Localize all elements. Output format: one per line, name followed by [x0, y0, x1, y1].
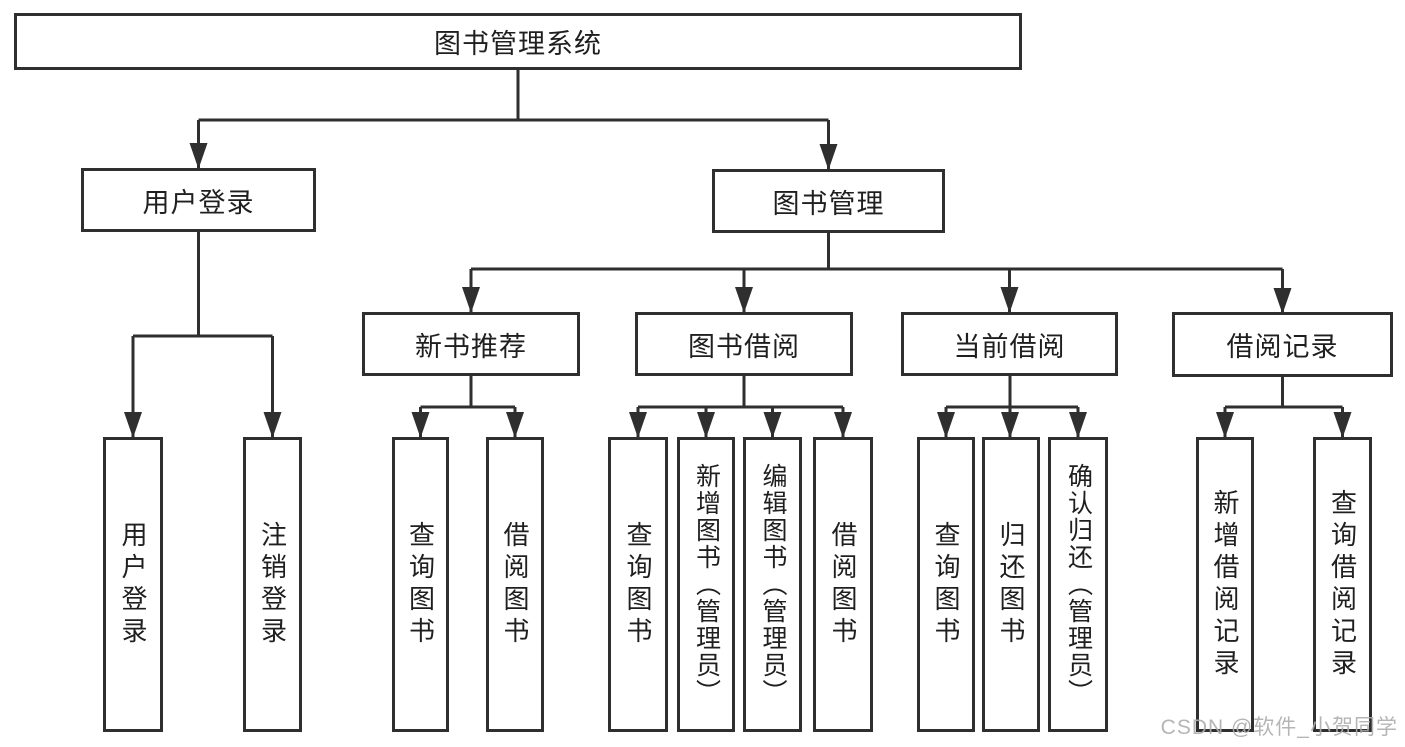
node-label: 新增借阅记录	[1210, 488, 1240, 681]
node-leaf-confirm-return-admin: 确认归还（管理员）	[1048, 437, 1108, 732]
node-label: 查询图书	[405, 520, 436, 649]
node-label: 查询图书	[623, 520, 653, 649]
connector-arrows	[124, 120, 1352, 438]
node-label: 图书借阅	[688, 331, 800, 362]
node-leaf-borrow-books-borrowing: 借阅图书	[813, 437, 873, 732]
node-leaf-query-books-recommend: 查询图书	[392, 437, 449, 732]
node-label: 用户登录	[142, 187, 255, 218]
node-label: 借阅图书	[500, 520, 530, 649]
node-library-management-system: 图书管理系统	[14, 13, 1022, 70]
node-leaf-return-books: 归还图书	[982, 437, 1040, 732]
node-leaf-user-login: 用户登录	[103, 437, 163, 732]
node-label: 编辑图书（管理员）	[759, 463, 787, 706]
node-label: 图书管理系统	[434, 29, 602, 59]
node-label: 用户登录	[118, 520, 148, 649]
node-user-login: 用户登录	[81, 168, 316, 232]
node-label: 查询图书	[931, 520, 961, 649]
node-leaf-query-borrow-record: 查询借阅记录	[1313, 437, 1372, 732]
node-current-borrowing: 当前借阅	[901, 312, 1118, 376]
connector-trunk-lines	[133, 70, 1343, 409]
node-leaf-borrow-books-recommend: 借阅图书	[486, 437, 544, 732]
node-leaf-add-books-admin: 新增图书（管理员）	[677, 437, 735, 732]
node-leaf-edit-books-admin: 编辑图书（管理员）	[743, 437, 802, 732]
node-label: 图书管理	[772, 188, 885, 219]
node-label: 归还图书	[996, 520, 1026, 649]
node-label: 当前借阅	[953, 331, 1066, 362]
node-book-management: 图书管理	[712, 169, 945, 233]
node-leaf-logout: 注销登录	[243, 437, 302, 732]
node-label: 查询借阅记录	[1327, 488, 1358, 681]
node-label: 借阅图书	[828, 520, 858, 649]
node-label: 新增图书（管理员）	[692, 463, 721, 706]
node-new-book-recommendation: 新书推荐	[362, 312, 580, 376]
node-label: 新书推荐	[415, 331, 527, 362]
node-leaf-add-borrow-record: 新增借阅记录	[1196, 437, 1254, 732]
node-leaf-query-books-borrowing: 查询图书	[608, 437, 668, 732]
csdn-watermark: CSDN @软件_小贺同学	[1160, 716, 1398, 739]
node-label: 借阅记录	[1226, 332, 1339, 362]
node-label: 注销登录	[257, 520, 288, 649]
node-book-borrowing: 图书借阅	[635, 312, 853, 376]
connector-lines	[133, 70, 1343, 409]
node-borrowing-records: 借阅记录	[1172, 312, 1393, 377]
node-label: 确认归还（管理员）	[1064, 463, 1093, 706]
node-leaf-query-books-current: 查询图书	[917, 437, 975, 732]
